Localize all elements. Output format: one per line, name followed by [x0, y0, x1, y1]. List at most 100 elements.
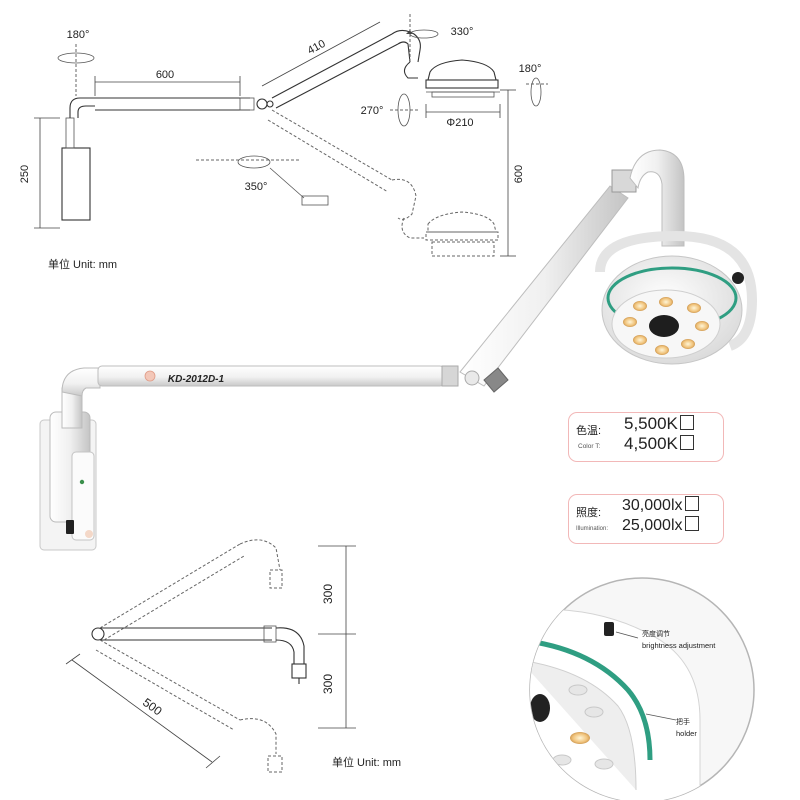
- brightness-label-zh: 亮度调节: [642, 629, 670, 638]
- color-temp-value-1: 5,500K: [624, 414, 678, 433]
- arm-pivot-top-2: [266, 100, 274, 108]
- dim-600-label: 600: [156, 69, 174, 81]
- dim-diameter-label: Φ210: [446, 117, 473, 129]
- raised-arm-b: [103, 555, 245, 641]
- dim-line-410: [261, 21, 381, 87]
- led-3: [655, 345, 669, 355]
- holder-label-en: holder: [676, 729, 697, 738]
- arm-joint: [441, 365, 459, 387]
- model-label: KD-2012D-1: [168, 374, 225, 385]
- checkbox-5500k[interactable]: [679, 415, 694, 430]
- arm-spring: [483, 367, 509, 393]
- detail-lamp-face: [530, 659, 637, 791]
- top-dimension-drawing: 600 410 Φ210 330° 180° 270° 180: [19, 14, 548, 271]
- dim-300-up-label: 300: [321, 584, 335, 604]
- illumination-value-1: 30,000lx: [622, 497, 683, 514]
- lowered-arm-b: [95, 649, 235, 731]
- checkbox-30000lx[interactable]: [684, 496, 699, 511]
- illumination-option-1[interactable]: 30,000lx: [622, 496, 699, 515]
- bottom-arm-elbow: [275, 627, 305, 664]
- arm-elbow-inner: [77, 105, 95, 118]
- color-temp-box: [568, 412, 724, 462]
- checkbox-25000lx[interactable]: [684, 516, 699, 531]
- unit-label-top: 单位 Unit: mm: [48, 257, 117, 271]
- yoke-ring: [595, 230, 758, 351]
- handle-top: [301, 195, 329, 206]
- head-yoke-top: [403, 61, 418, 79]
- rotation-ring-180-head: [530, 77, 542, 107]
- illumination-en-label: Illumination:: [576, 526, 609, 532]
- lamp-head-top: [427, 59, 497, 81]
- wall-plate-top: [61, 147, 91, 221]
- wall-plate-mount: [65, 117, 75, 149]
- yoke-arm: [629, 149, 685, 247]
- rot-330-label: 330°: [451, 26, 474, 38]
- brightness-label-en: brightness adjustment: [642, 641, 716, 650]
- raised-elbow: [239, 539, 281, 571]
- upper-arm-edge-b: [275, 43, 399, 109]
- holder-label-zh: 把手: [676, 717, 690, 726]
- dim-line-500: [71, 659, 213, 763]
- upper-arm-elbow: [391, 29, 421, 63]
- alt-arm-edge-a: [271, 109, 393, 181]
- illumination-value-2: 25,000lx: [622, 517, 683, 534]
- detail-circle: 亮度调节 brightness adjustment 把手 holder: [529, 577, 755, 800]
- arm-elbow-top: [69, 97, 95, 118]
- power-indicator: [79, 479, 85, 485]
- rotation-ring-350: [237, 155, 271, 169]
- arm-joint-top: [239, 97, 255, 111]
- led-2: [633, 335, 647, 345]
- bottom-arm-pivot: [91, 627, 105, 641]
- dim-600-drop-label: 600: [513, 165, 525, 183]
- center-handle[interactable]: [649, 315, 679, 337]
- brand-logo: [144, 370, 156, 382]
- led-7: [659, 297, 673, 307]
- arm-hinge: [464, 370, 480, 386]
- rot-180-left-label: 180°: [67, 29, 90, 41]
- holder-leader: [645, 713, 677, 721]
- detail-brightness-knob[interactable]: [604, 622, 614, 636]
- raised-arm-a: [99, 543, 241, 629]
- alt-lamp-head: [427, 211, 497, 233]
- rotation-ring-270: [397, 93, 411, 127]
- dim-250-label: 250: [19, 165, 31, 183]
- upper-arm-edge-a: [271, 33, 393, 99]
- bottom-dimension-drawing: 300 300 500 单位 Unit: mm: [65, 539, 401, 773]
- checkbox-4500k[interactable]: [679, 435, 694, 450]
- detail-green-ring: [530, 637, 653, 761]
- rotation-ring-180-left: [57, 52, 95, 64]
- color-temp-option-1[interactable]: 5,500K: [624, 414, 694, 434]
- rot-270-label: 270°: [361, 105, 384, 117]
- lowered-elbow: [239, 718, 277, 754]
- post-elbow: [61, 367, 101, 397]
- arm-pivot-top: [256, 98, 268, 110]
- rot-180-head-label: 180°: [519, 63, 542, 75]
- brightness-leader: [615, 631, 639, 639]
- brand-sticker: [85, 530, 93, 538]
- power-switch[interactable]: [66, 520, 74, 534]
- led-8: [633, 301, 647, 311]
- led-5: [695, 321, 709, 331]
- illumination-option-2[interactable]: 25,000lx: [622, 516, 699, 535]
- rot-350-label: 350°: [245, 181, 268, 193]
- led-1: [623, 317, 637, 327]
- control-box: [71, 451, 95, 541]
- color-temp-option-2[interactable]: 4,500K: [624, 434, 694, 454]
- color-temp-value-2: 4,500K: [624, 434, 678, 453]
- product-photo: KD-2012D-1: [39, 149, 758, 551]
- dim-500-label: 500: [140, 695, 165, 718]
- diagonal-arm: [459, 185, 629, 387]
- unit-label-bottom: 单位 Unit: mm: [332, 755, 401, 769]
- alt-arm-elbow: [391, 178, 417, 220]
- color-temp-en-label: Color T:: [578, 443, 601, 450]
- lowered-arm-a: [99, 639, 241, 721]
- led-4: [681, 339, 695, 349]
- alt-arm-edge-b: [267, 119, 389, 193]
- brightness-knob[interactable]: [732, 272, 744, 284]
- dim-410-label: 410: [306, 38, 328, 57]
- color-temp-zh-label: 色温:: [576, 425, 602, 437]
- illumination-zh-label: 照度:: [576, 507, 602, 519]
- led-6: [687, 303, 701, 313]
- detail-holder[interactable]: [530, 694, 550, 722]
